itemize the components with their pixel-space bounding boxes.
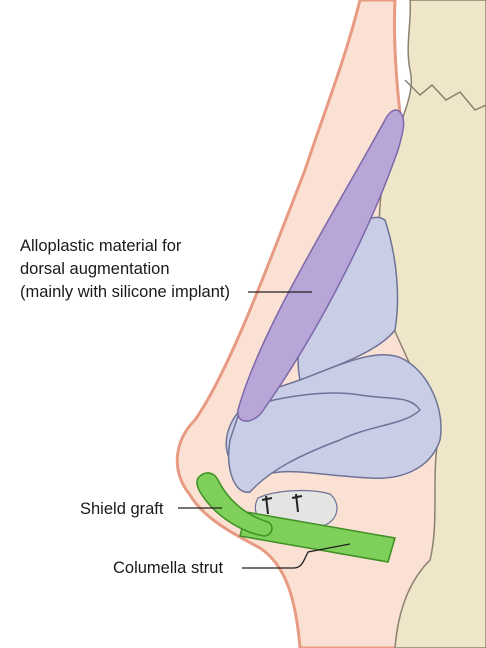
label-alloplastic-line-1: Alloplastic material for xyxy=(20,237,182,255)
leader-columella-strut xyxy=(242,543,351,569)
suture-right xyxy=(291,493,303,513)
alar-dome xyxy=(228,392,421,493)
label-alloplastic-material: Alloplastic material for dorsal augmenta… xyxy=(20,235,230,304)
suture-left xyxy=(261,495,273,515)
label-alloplastic-line-3: (mainly with silicone implant) xyxy=(20,283,230,301)
shield-graft xyxy=(196,472,273,537)
bone-suture-line xyxy=(404,79,486,111)
label-columella-strut: Columella strut xyxy=(113,559,224,577)
dorsal-implant xyxy=(237,109,405,422)
label-shield-graft: Shield graft xyxy=(80,500,164,518)
label-alloplastic-line-2: dorsal augmentation xyxy=(20,260,170,278)
